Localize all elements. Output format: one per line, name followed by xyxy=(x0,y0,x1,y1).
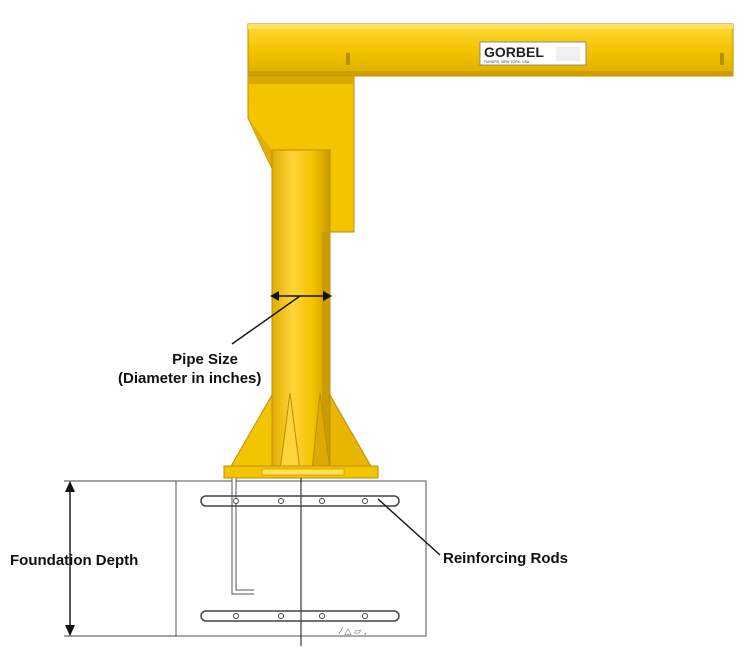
foundation-depth-arrow xyxy=(64,480,176,637)
pipe-diameter-arrow xyxy=(231,291,332,345)
foundation-depth-label: Foundation Depth xyxy=(10,552,139,569)
boom-beam xyxy=(247,23,734,77)
logo-subtext: FISHERS, NEW YORK, USA xyxy=(484,60,530,64)
reinforcing-rods-label: Reinforcing Rods xyxy=(443,550,569,567)
pipe-size-label: Pipe Size (Diameter in inches) xyxy=(118,350,262,388)
pipe-size-title: Pipe Size xyxy=(172,351,238,368)
reinforcing-rods-leader xyxy=(377,498,441,556)
gorbel-logo: GORBEL FISHERS, NEW YORK, USA xyxy=(479,41,587,66)
reinforcing-rods xyxy=(200,495,400,622)
base-plate-gussets xyxy=(223,392,379,479)
svg-text:⁄ △ ▱ ,: ⁄ △ ▱ , xyxy=(338,627,367,637)
logo-wordmark: GORBEL xyxy=(484,44,544,60)
foundation-block: ⁄ △ ▱ , xyxy=(175,478,427,646)
pipe-size-subtitle: (Diameter in inches) xyxy=(118,370,262,387)
